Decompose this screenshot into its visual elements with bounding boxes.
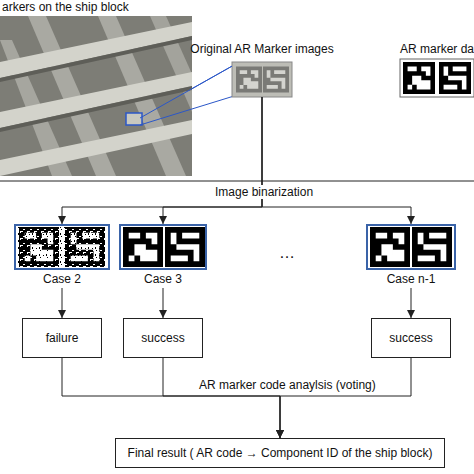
- node-text: AR marker da: [400, 42, 474, 56]
- case-frame: [366, 224, 456, 270]
- node-text: Final result ( AR code → Component ID of…: [116, 446, 444, 460]
- stage-label: AR marker code anaylsis (voting): [196, 378, 379, 392]
- binary-marker: [123, 227, 163, 267]
- ship-block-photo: [0, 16, 192, 176]
- image-node: Original AR Marker images: [232, 40, 292, 97]
- node-text: Case 2: [14, 272, 110, 286]
- connector-arrow: [163, 358, 280, 438]
- photo-background: [0, 16, 192, 176]
- faint-marker: [236, 67, 262, 93]
- image-node: AR marker da: [398, 40, 474, 97]
- ellipsis-mark: …: [276, 246, 298, 260]
- connector-arrow: [163, 288, 164, 318]
- image-frame: [400, 59, 474, 97]
- case-image: Case 2: [14, 224, 110, 288]
- connector-arrow: [280, 358, 411, 438]
- case-frame: [119, 224, 207, 270]
- stiffener-plate: [0, 72, 192, 128]
- case-frame: [14, 224, 110, 270]
- node-text: arkers on the ship block: [2, 0, 129, 14]
- photo-node: arkers on the ship block: [0, 0, 192, 176]
- marker-database-images: [400, 59, 474, 97]
- connector-arrow: [163, 97, 262, 224]
- connector-arrow: [62, 288, 63, 318]
- original-marker-image: [232, 62, 292, 97]
- result-box: failure: [22, 318, 102, 358]
- binary-marker: [370, 227, 410, 267]
- ar-marker: [439, 62, 471, 94]
- connector-arrow: [411, 288, 412, 318]
- result-box: success: [123, 318, 203, 358]
- node-text: Case n-1: [366, 272, 456, 286]
- node-text: Original AR Marker images: [190, 42, 334, 56]
- connector-arrow: [62, 97, 262, 224]
- stiffener-plate: [0, 22, 192, 78]
- faint-marker: [263, 67, 289, 93]
- stage-boundary-line: [0, 181, 474, 182]
- case-image: Case 3: [119, 224, 207, 288]
- ar-marker: [403, 62, 435, 94]
- binary-marker: [412, 227, 452, 267]
- stiffener-plate: [0, 120, 192, 176]
- callout-leader: [140, 96, 234, 125]
- marker-callout-box: [126, 113, 142, 125]
- callout-line: [192, 66, 232, 89]
- stage-label: Image binarization: [212, 185, 316, 199]
- node-text: failure: [23, 331, 101, 345]
- image-frame: [232, 62, 292, 97]
- node-text: success: [372, 331, 450, 345]
- plate-shadow: [0, 36, 192, 82]
- case-image: Case n-1: [366, 224, 456, 288]
- node-text: success: [124, 331, 202, 345]
- connector-arrow: [262, 97, 411, 224]
- binarization-noise: [18, 227, 106, 267]
- final-result-box: Final result ( AR code → Component ID of…: [115, 438, 445, 468]
- binarized-markers: [18, 227, 452, 267]
- connector-arrow: [62, 358, 280, 438]
- plate-shadow: [0, 86, 192, 132]
- node-text: Case 3: [119, 272, 207, 286]
- result-box: success: [371, 318, 451, 358]
- binary-marker: [165, 227, 205, 267]
